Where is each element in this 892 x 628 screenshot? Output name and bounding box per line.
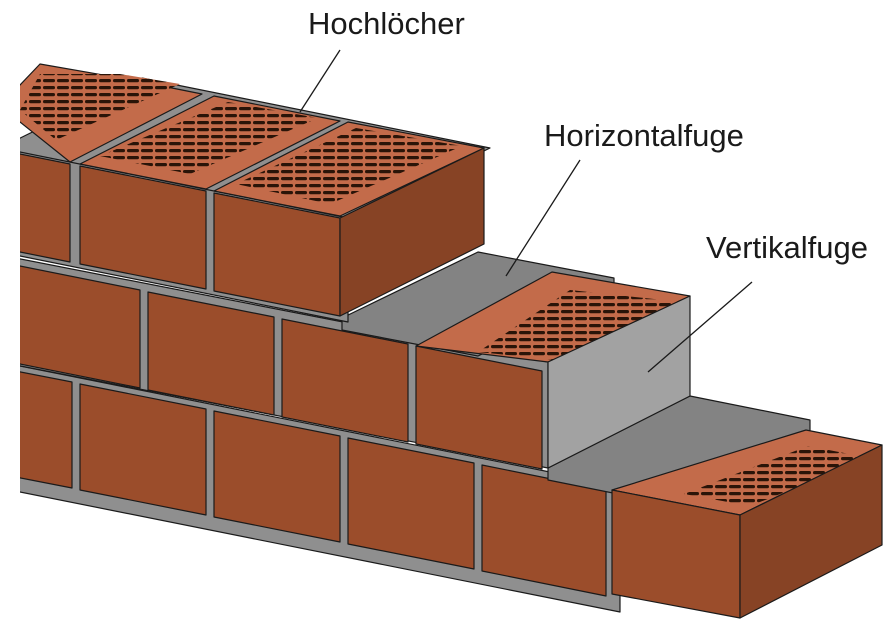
brick-bottom-2 <box>79 383 207 516</box>
leader-vertikalfuge <box>647 281 753 373</box>
brick-middle-2 <box>147 291 275 416</box>
brick-bottom-1 <box>20 371 73 489</box>
brick-middle-3 <box>281 318 409 443</box>
brick-end-bottom-side <box>739 444 883 619</box>
hole-field-top-3 <box>236 128 462 204</box>
hole-field-bottom <box>684 446 870 506</box>
hole-field-middle <box>478 290 682 364</box>
hole-field-top-2 <box>100 102 318 174</box>
leader-hochloecher <box>299 49 341 113</box>
brick-middle-1 <box>20 265 141 389</box>
brick-bottom-4 <box>347 437 475 570</box>
label-hochloecher: Hochlöcher <box>308 6 465 41</box>
brick-top-2 <box>79 165 207 290</box>
label-vertikalfuge: Vertikalfuge <box>706 230 868 265</box>
hole-field-top-1 <box>20 74 180 140</box>
brick-middle-4 <box>415 345 543 470</box>
label-horizontalfuge: Horizontalfuge <box>544 118 744 153</box>
brick-bottom-3 <box>213 410 341 543</box>
brick-top-1 <box>20 153 71 263</box>
brick-top-side <box>339 147 485 317</box>
leader-horizontalfuge <box>505 159 581 277</box>
vertical-mortar-joint <box>547 295 691 469</box>
